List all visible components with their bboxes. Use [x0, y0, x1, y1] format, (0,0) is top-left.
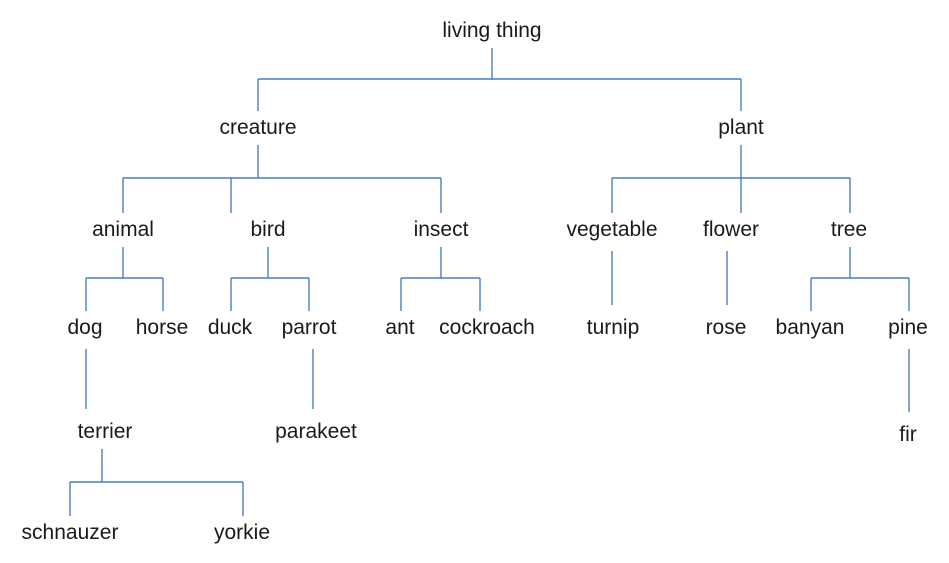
- node-living-thing: living thing: [442, 19, 541, 42]
- node-animal: animal: [92, 218, 154, 241]
- node-dog: dog: [67, 316, 102, 339]
- node-labels: living thing creature plant animal bird insec…: [22, 19, 928, 544]
- node-schnauzer: schnauzer: [22, 521, 119, 544]
- node-bird: bird: [250, 218, 285, 241]
- node-rose: rose: [706, 316, 747, 339]
- node-parakeet: parakeet: [275, 420, 357, 443]
- node-insect: insect: [414, 218, 469, 241]
- node-duck: duck: [208, 316, 253, 339]
- node-tree: tree: [831, 218, 867, 241]
- node-creature: creature: [219, 116, 296, 139]
- node-terrier: terrier: [78, 420, 133, 443]
- node-plant: plant: [718, 116, 764, 139]
- node-fir: fir: [899, 423, 917, 446]
- node-pine: pine: [888, 316, 928, 339]
- node-horse: horse: [136, 316, 189, 339]
- node-ant: ant: [385, 316, 414, 339]
- node-turnip: turnip: [587, 316, 640, 339]
- node-parrot: parrot: [282, 316, 337, 339]
- connector-lines: [69, 48, 910, 516]
- node-yorkie: yorkie: [214, 521, 270, 544]
- node-banyan: banyan: [776, 316, 845, 339]
- node-vegetable: vegetable: [566, 218, 657, 241]
- node-flower: flower: [703, 218, 759, 241]
- node-cockroach: cockroach: [439, 316, 535, 339]
